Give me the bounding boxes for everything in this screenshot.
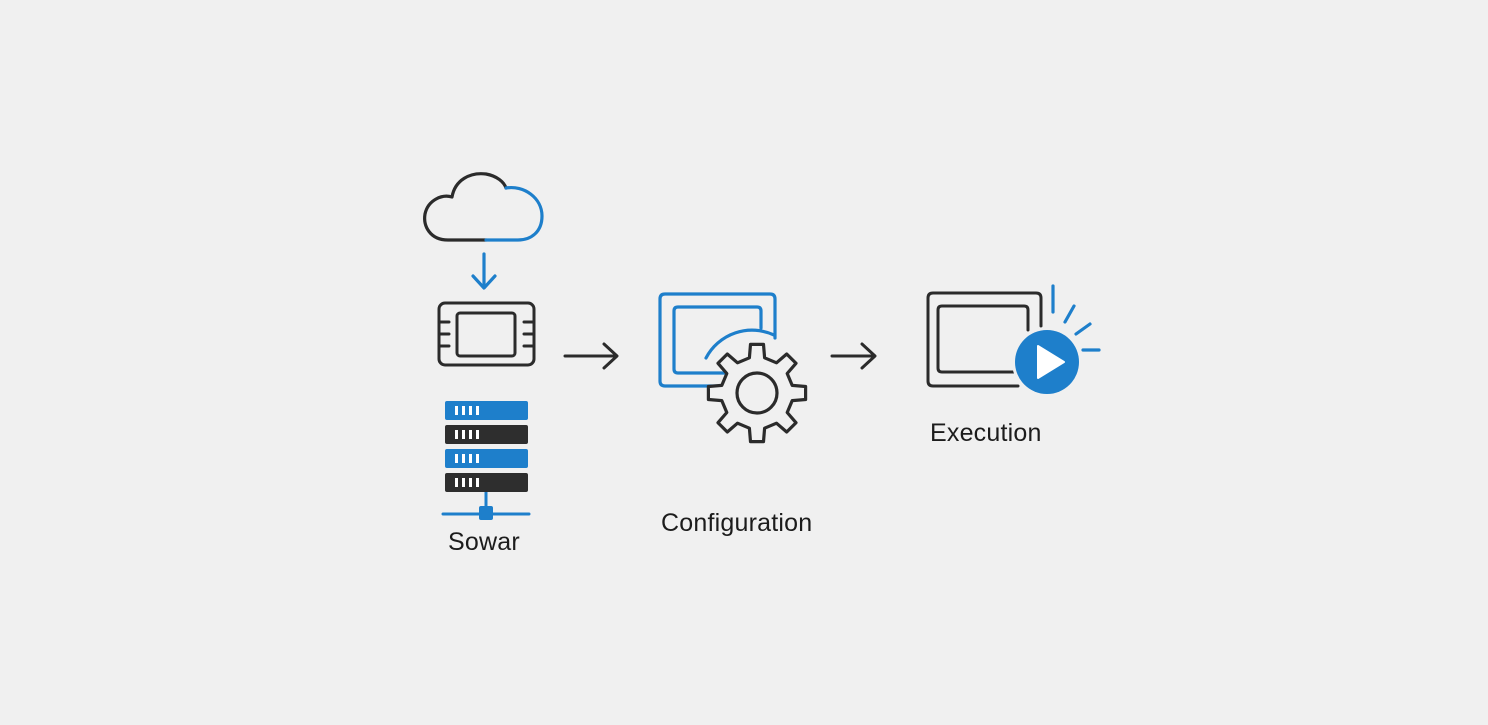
download-arrow-icon xyxy=(471,252,497,290)
play-button-icon xyxy=(1012,327,1082,397)
arrow-right-icon xyxy=(830,342,877,370)
window-icon xyxy=(926,291,1043,388)
network-connector-icon xyxy=(441,492,531,520)
device-board-icon xyxy=(437,301,536,367)
node-configuration xyxy=(658,292,808,444)
node-label-source: Sowar xyxy=(448,528,520,556)
server-rack-icon xyxy=(445,401,528,492)
signal-rays-icon xyxy=(1051,284,1101,352)
gear-icon xyxy=(706,342,808,444)
node-label-execution: Execution xyxy=(930,419,1042,447)
node-label-configuration: Configuration xyxy=(661,509,813,537)
node-source xyxy=(423,172,544,520)
server-unit xyxy=(445,401,528,420)
cloud-icon xyxy=(423,172,544,242)
node-execution xyxy=(926,284,1101,397)
arrow-right-icon xyxy=(563,342,619,370)
server-unit xyxy=(445,449,528,468)
server-unit xyxy=(445,473,528,492)
window-icon xyxy=(658,292,777,388)
server-unit xyxy=(445,425,528,444)
